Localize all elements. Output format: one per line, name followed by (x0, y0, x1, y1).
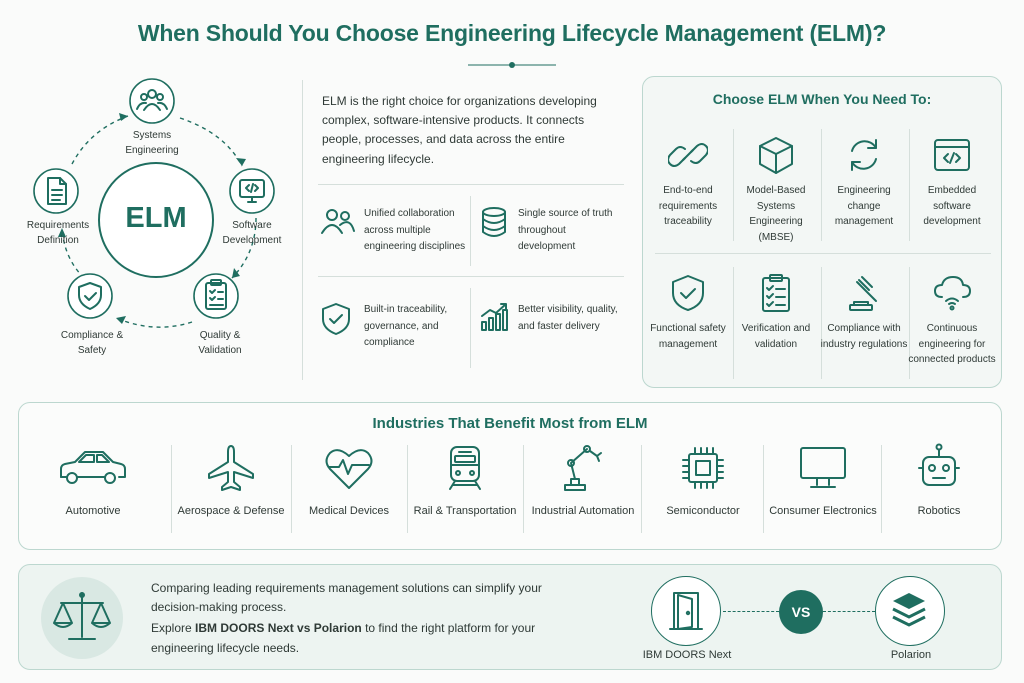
cycle-arrows-icon (851, 139, 877, 171)
industries-panel: Industries That Benefit Most from ELM Au… (18, 402, 1002, 550)
cycle-arrows (33, 78, 275, 328)
feature-visibility: Better visibility, quality, and faster d… (480, 302, 624, 335)
choose-item-verification: Verification and validation (732, 273, 820, 352)
polarion-node[interactable] (875, 576, 945, 646)
choose-item-embedded-software: Embedded software development (908, 135, 996, 230)
industry-automotive: Automotive (35, 443, 151, 520)
monitor-code-icon (239, 179, 265, 203)
airplane-icon (208, 445, 254, 491)
door-icon (669, 592, 703, 630)
heart-pulse-icon (325, 449, 373, 489)
choose-item-traceability: End-to-end requirements traceability (644, 135, 732, 230)
database-icon (482, 207, 506, 237)
industry-medical: Medical Devices (291, 443, 407, 520)
feature-single-source: Single source of truth throughout develo… (480, 206, 624, 256)
cloud-signal-icon (934, 276, 971, 311)
scale-icon (53, 592, 111, 640)
choose-item-change-management: Engineering change management (820, 135, 908, 230)
node-compliance-safety: Compliance &Safety (60, 330, 124, 356)
page-title: When Should You Choose Engineering Lifec… (137, 20, 887, 46)
people-icon (136, 89, 168, 111)
collaboration-icon (321, 209, 355, 234)
monitor-icon (800, 447, 846, 488)
feature-traceability: Built-in traceability, governance, and c… (320, 302, 470, 352)
industries-title: Industries That Benefit Most from ELM (372, 415, 648, 432)
industry-aerospace: Aerospace & Defense (173, 443, 289, 520)
doors-next-node[interactable] (651, 576, 721, 646)
checklist-icon (762, 274, 790, 312)
choose-panel-title: Choose ELM When You Need To: (712, 91, 932, 107)
compare-link[interactable]: IBM DOORS Next vs Polarion (195, 621, 362, 636)
shield-check-icon (78, 282, 102, 310)
vs-badge: VS (779, 590, 823, 634)
compare-banner: Comparing leading requirements managemen… (18, 564, 1002, 670)
layers-icon (892, 593, 926, 627)
car-icon (60, 451, 126, 484)
section-divider (302, 80, 303, 380)
compare-text: Comparing leading requirements managemen… (151, 581, 542, 655)
intro-paragraph: ELM is the right choice for organization… (322, 94, 597, 166)
node-quality-validation: Quality &Validation (198, 330, 242, 356)
train-icon (449, 446, 481, 490)
title-divider (468, 62, 556, 68)
link-icon (668, 143, 708, 167)
industry-consumer-electronics: Consumer Electronics (765, 443, 881, 520)
feature-grid: Unified collaboration across multiple en… (318, 184, 624, 376)
scale-badge (41, 577, 123, 659)
industry-robotics: Robotics (881, 443, 997, 520)
industry-semiconductor: Semiconductor (645, 443, 761, 520)
polarion-label: Polarion (890, 649, 932, 661)
clipboard-icon (205, 279, 227, 310)
industry-rail: Rail & Transportation (407, 443, 523, 520)
choose-item-continuous-engineering: Continuous engineering for connected pro… (908, 273, 996, 368)
shield-check-icon (672, 275, 704, 311)
code-window-icon (934, 139, 970, 171)
choose-item-compliance: Compliance with industry regulations (820, 273, 908, 352)
feature-collaboration: Unified collaboration across multiple en… (320, 206, 470, 256)
gavel-icon (849, 276, 877, 311)
cube-icon (759, 137, 793, 174)
chip-icon (682, 447, 724, 489)
robot-arm-icon (564, 445, 602, 491)
industry-industrial-automation: Industrial Automation (525, 443, 641, 520)
cycle-center-label: ELM (125, 202, 187, 234)
robot-icon (918, 443, 960, 486)
document-icon (47, 177, 67, 205)
shield-icon (322, 303, 350, 335)
doors-next-label: IBM DOORS Next (642, 649, 732, 661)
choose-item-mbse: Model-Based Systems Engineering (MBSE) (732, 135, 820, 245)
choose-item-functional-safety: Functional safety management (644, 273, 732, 352)
choose-elm-panel: Choose ELM When You Need To: End-to-end … (642, 76, 1002, 388)
growth-chart-icon (481, 303, 508, 331)
